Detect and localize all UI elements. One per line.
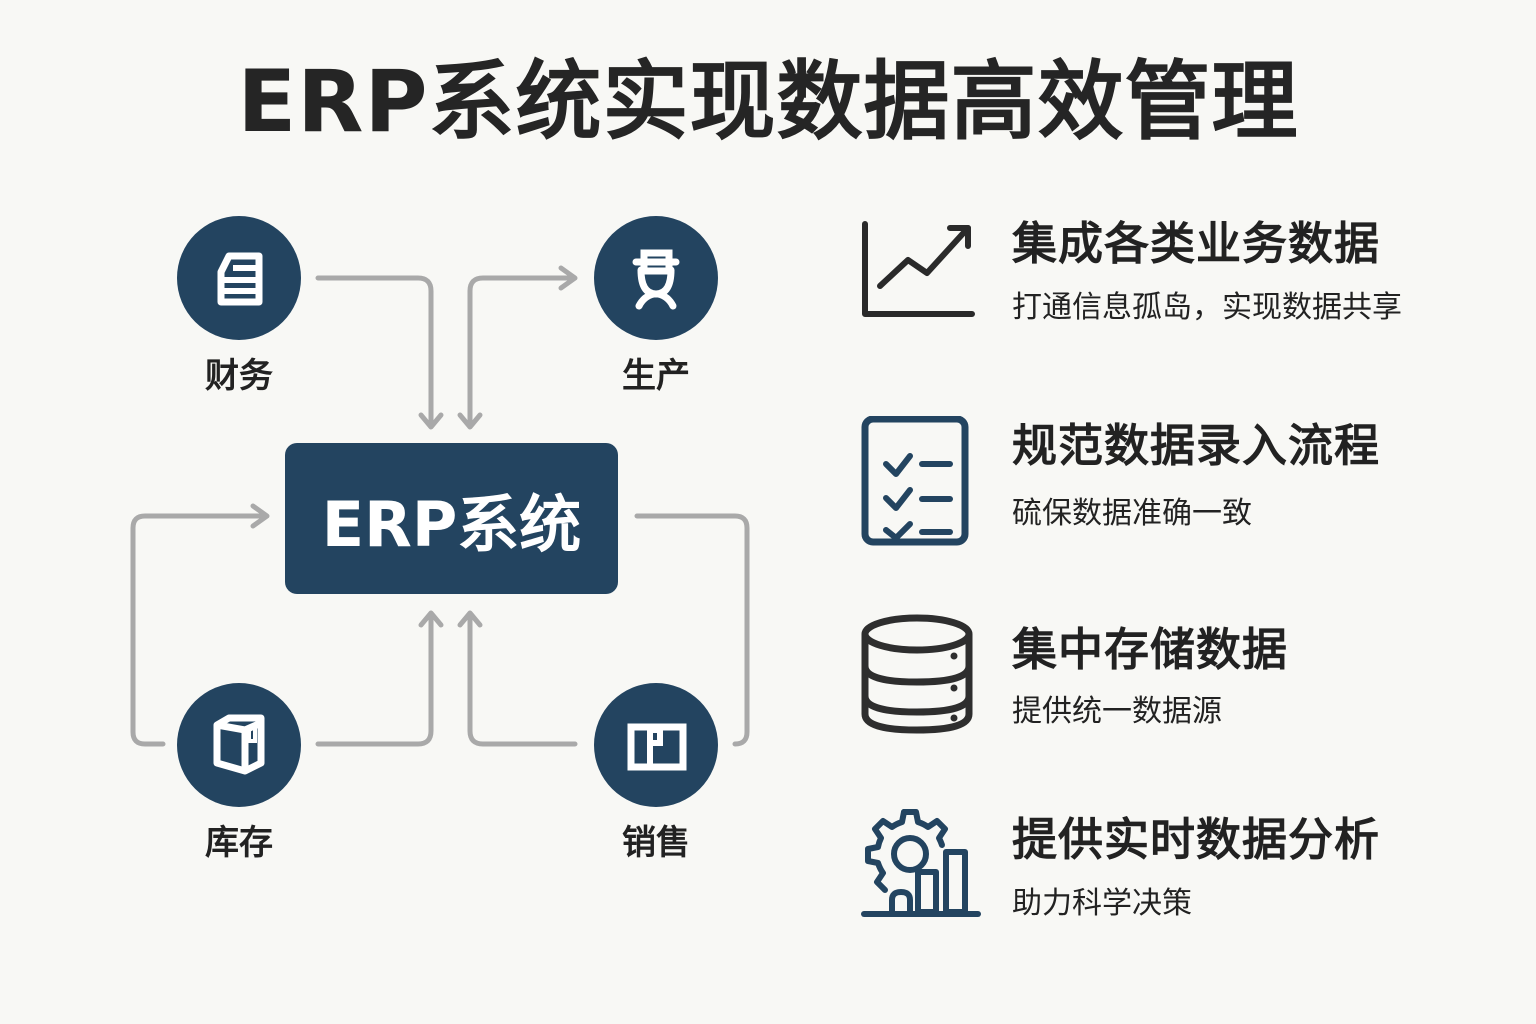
document-icon [217,252,263,306]
connector-inventory-erp [315,612,434,747]
page-title: ERP系统实现数据高效管理 [237,52,1299,152]
trend-chart-icon [862,221,975,317]
feature-item-standardize: 规范数据录入流程 硫保数据准确一致 [858,416,1498,556]
box-icon [213,714,265,775]
gear-analytics-icon [861,809,981,917]
feature-title: 集成各类业务数据 [1012,217,1381,270]
connector-sales-erp [467,612,578,747]
connector-erp-production [467,275,576,428]
node-inventory[interactable] [177,683,301,807]
node-production[interactable] [594,216,718,340]
erp-system-box[interactable]: ERP系统 [285,443,618,594]
node-label-sales: 销售 [622,823,690,863]
feature-subtitle: 助力科学决策 [1012,886,1192,921]
feature-item-storage: 集中存储数据 提供统一数据源 [858,612,1498,752]
node-finance[interactable] [177,216,301,340]
feature-subtitle: 提供统一数据源 [1012,694,1222,729]
node-label-production: 生产 [622,356,690,396]
node-label-finance: 财务 [205,356,273,396]
arrowhead-erp-production [558,265,578,291]
checklist-icon [861,416,969,546]
feature-item-analytics: 提供实时数据分析 助力科学决策 [858,800,1498,940]
arrowhead-finance-erp [418,412,444,430]
arrowhead-up-production [457,412,483,430]
worker-icon [632,249,680,310]
erp-system-label: ERP系统 [321,487,582,561]
node-sales[interactable] [594,683,718,807]
feature-title: 规范数据录入流程 [1012,419,1381,472]
database-icon [861,614,973,734]
connector-finance-erp [315,275,434,428]
node-label-inventory: 库存 [205,823,273,863]
arrowhead-sales-erp [457,610,483,628]
arrowhead-inventory-erp [418,610,444,628]
feature-subtitle: 硫保数据准确一致 [1012,496,1252,531]
connector-erp-sales-right [634,513,750,747]
connector-inventory-erp-left [130,513,268,747]
arrowhead-inventory-erp-left [250,503,270,529]
feature-item-integrate: 集成各类业务数据 打通信息孤岛，实现数据共享 [858,216,1498,356]
feature-title: 提供实时数据分析 [1012,813,1381,866]
feature-title: 集中存储数据 [1012,623,1289,676]
feature-subtitle: 打通信息孤岛，实现数据共享 [1012,290,1402,325]
board-icon [627,723,687,771]
